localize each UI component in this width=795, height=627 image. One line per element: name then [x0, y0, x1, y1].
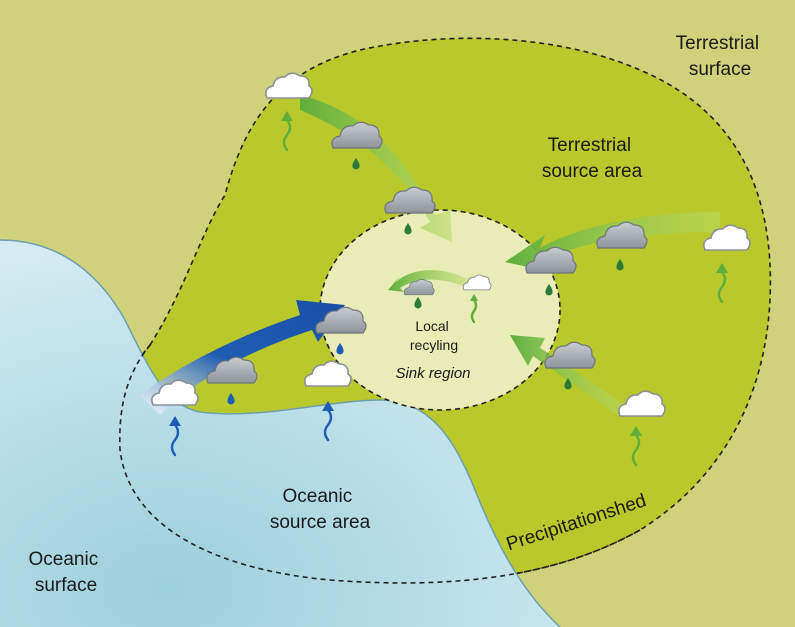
evaporation-wiggles [170, 118, 727, 467]
local-recycling-arrow [388, 270, 470, 292]
local-recycling-label: Local recyling [410, 318, 458, 353]
oceanic-source-area-label: Oceanic source area [270, 486, 371, 533]
evaporation-arrowhead [630, 426, 642, 436]
evaporation-arrowhead [322, 401, 334, 411]
moisture-flow-arrow-southeast [510, 335, 625, 415]
precipitationshed-boundary [118, 344, 641, 584]
oceanic-surface-label: Oceanic surface [29, 549, 104, 596]
evaporation-arrowhead [281, 111, 293, 121]
ocean-region [0, 240, 560, 627]
evaporation-arrowhead [716, 263, 728, 273]
coastline [0, 239, 561, 627]
terrestrial-source-area-label: Terrestrial source area [542, 135, 643, 182]
moisture-flow-arrow-north [300, 95, 452, 242]
sink-region-label: Sink region [395, 365, 470, 382]
moisture-flow-arrow-east [505, 212, 720, 272]
evaporation-arrowhead [169, 416, 181, 426]
evaporation-arrowhead [470, 294, 478, 301]
terrestrial-surface-label: Terrestrial surface [676, 33, 765, 80]
